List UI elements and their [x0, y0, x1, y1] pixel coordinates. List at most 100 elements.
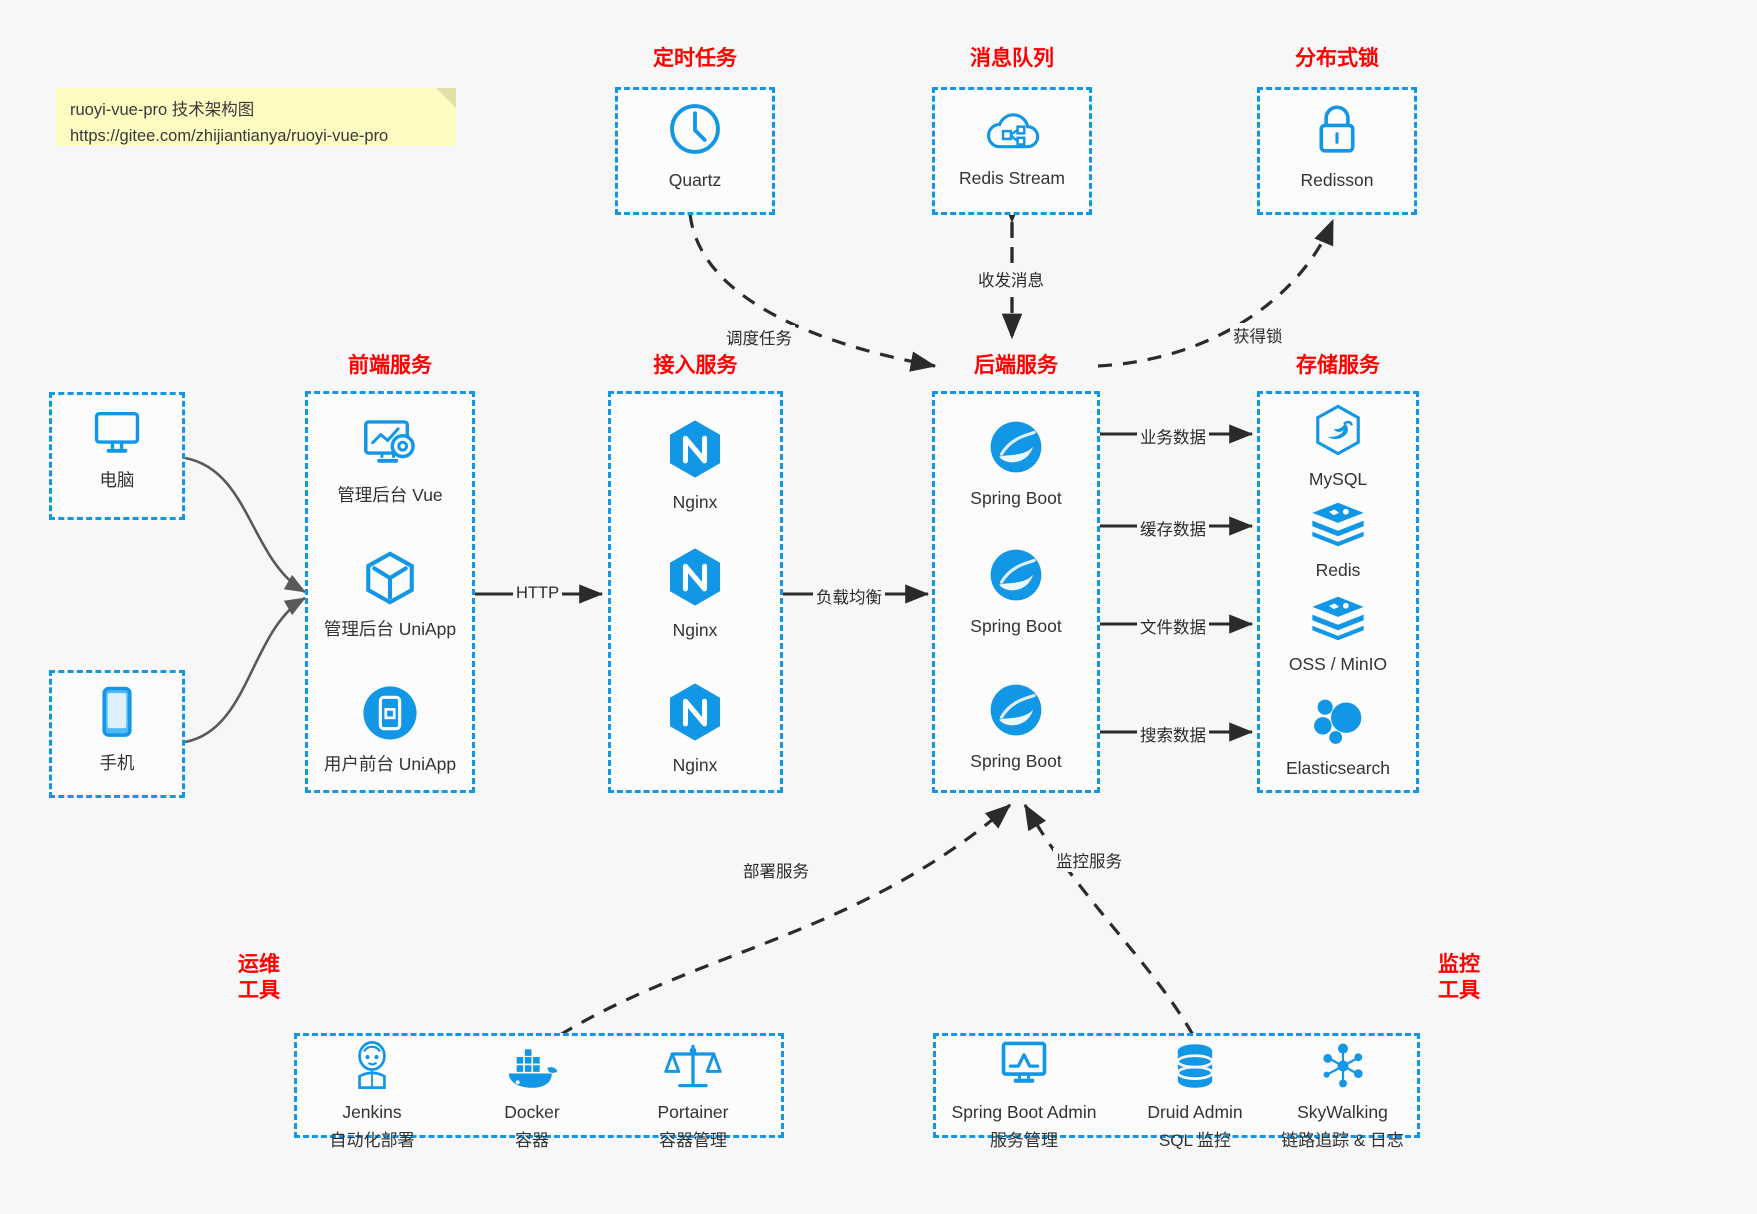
- jenkins-icon: [346, 1040, 398, 1090]
- edge-label-acquire-lock: 获得锁: [1230, 323, 1286, 347]
- group-title-devops: 运维 工具: [228, 952, 290, 1005]
- node-label: Spring Boot: [970, 751, 1062, 771]
- edge-label-cache-data: 缓存数据: [1137, 516, 1209, 540]
- node-label: Spring Boot: [970, 488, 1062, 508]
- network-nodes-icon: [1317, 1042, 1369, 1090]
- node-druid-admin[interactable]: Druid Admin SQL 监控: [1115, 1042, 1275, 1152]
- node-quartz[interactable]: Quartz: [615, 100, 775, 192]
- node-sublabel: 服务管理: [990, 1130, 1058, 1150]
- spring-boot-icon: [987, 681, 1045, 739]
- node-label: Docker: [504, 1102, 560, 1122]
- node-label: Redis: [1315, 560, 1361, 580]
- node-skywalking[interactable]: SkyWalking 链路追踪 & 日志: [1265, 1042, 1420, 1152]
- edge-label-schedule-task: 调度任务: [723, 325, 795, 349]
- node-sublabel: 自动化部署: [329, 1130, 415, 1150]
- clock-icon: [666, 100, 724, 158]
- group-title-gateway: 接入服务: [653, 354, 738, 377]
- node-redis-stream[interactable]: Redis Stream: [932, 104, 1092, 190]
- elasticsearch-icon: [1310, 694, 1366, 746]
- node-nginx-3[interactable]: Nginx: [615, 681, 775, 777]
- node-label: 用户前台 UniApp: [323, 754, 457, 774]
- nginx-icon: [665, 681, 725, 743]
- node-computer[interactable]: 电脑: [37, 408, 197, 492]
- node-label: Quartz: [668, 170, 722, 190]
- spring-boot-icon: [987, 418, 1045, 476]
- group-title-monitor-line-2: 工具: [1438, 979, 1480, 1003]
- monitor-chart-icon: [996, 1040, 1052, 1090]
- node-label: MySQL: [1308, 469, 1368, 489]
- node-spring-boot-1[interactable]: Spring Boot: [936, 418, 1096, 510]
- node-sublabel: 容器: [515, 1130, 549, 1150]
- group-title-devops-line-1: 运维: [238, 953, 280, 976]
- note-dogear-icon: [436, 88, 456, 108]
- dashboard-gear-icon: [360, 417, 420, 473]
- monitor-icon: [89, 408, 145, 458]
- cloud-network-icon: [983, 104, 1041, 156]
- node-spring-boot-3[interactable]: Spring Boot: [936, 681, 1096, 773]
- edge-label-deploy-service: 部署服务: [740, 858, 812, 882]
- database-icon: [1169, 1042, 1221, 1090]
- mysql-icon: [1311, 403, 1365, 457]
- note-line-1: ruoyi-vue-pro 技术架构图: [70, 101, 255, 119]
- node-phone[interactable]: 手机: [37, 685, 197, 775]
- edge-label-search-data: 搜索数据: [1137, 722, 1209, 746]
- oss-icon: [1309, 594, 1367, 642]
- edge-label-load-balance: 负载均衡: [813, 584, 885, 608]
- node-jenkins[interactable]: Jenkins 自动化部署: [292, 1040, 452, 1152]
- node-docker[interactable]: Docker 容器: [452, 1046, 612, 1152]
- node-spring-boot-admin[interactable]: Spring Boot Admin 服务管理: [942, 1040, 1106, 1152]
- node-label: Druid Admin: [1147, 1102, 1243, 1122]
- node-label: 电脑: [99, 470, 135, 490]
- node-admin-vue[interactable]: 管理后台 Vue: [310, 417, 470, 507]
- node-label: OSS / MinIO: [1288, 654, 1388, 674]
- node-elasticsearch[interactable]: Elasticsearch: [1258, 694, 1418, 780]
- edge-label-http: HTTP: [513, 584, 563, 603]
- node-admin-uniapp[interactable]: 管理后台 UniApp: [310, 549, 470, 641]
- lock-icon: [1310, 100, 1364, 158]
- edge-label-monitor-service: 监控服务: [1053, 848, 1125, 872]
- group-title-distributed-lock: 分布式锁: [1295, 47, 1379, 70]
- node-label: Spring Boot: [970, 616, 1062, 636]
- node-label: SkyWalking: [1297, 1102, 1388, 1122]
- node-nginx-2[interactable]: Nginx: [615, 546, 775, 642]
- nginx-icon: [665, 418, 725, 480]
- node-redisson[interactable]: Redisson: [1257, 100, 1417, 192]
- group-title-storage: 存储服务: [1296, 354, 1380, 377]
- group-title-backend: 后端服务: [974, 354, 1058, 377]
- node-nginx-1[interactable]: Nginx: [615, 418, 775, 514]
- note-line-2: https://gitee.com/zhijiantianya/ruoyi-vu…: [70, 126, 389, 145]
- group-title-message-queue: 消息队列: [970, 47, 1054, 70]
- node-oss-minio[interactable]: OSS / MinIO: [1258, 594, 1418, 676]
- node-label: Redis Stream: [958, 168, 1065, 188]
- edge-label-file-data: 文件数据: [1137, 614, 1209, 638]
- sticky-note: ruoyi-vue-pro 技术架构图 https://gitee.com/zh…: [56, 88, 456, 146]
- node-portainer[interactable]: Portainer 容器管理: [613, 1042, 773, 1152]
- group-title-monitor: 监控 工具: [1428, 952, 1490, 1005]
- node-label: Nginx: [672, 492, 718, 512]
- node-mysql[interactable]: MySQL: [1258, 403, 1418, 491]
- scales-icon: [664, 1042, 722, 1090]
- docker-icon: [503, 1046, 561, 1090]
- node-sublabel: SQL 监控: [1158, 1130, 1232, 1150]
- nginx-icon: [665, 546, 725, 608]
- node-label: Nginx: [672, 620, 718, 640]
- node-user-uniapp[interactable]: 用户前台 UniApp: [310, 684, 470, 776]
- node-label: Portainer: [657, 1102, 729, 1122]
- node-label: Jenkins: [342, 1102, 402, 1122]
- mobile-app-icon: [361, 684, 419, 742]
- node-label: 管理后台 Vue: [337, 485, 443, 505]
- node-label: 管理后台 UniApp: [323, 619, 457, 639]
- cube-icon: [361, 549, 419, 607]
- node-spring-boot-2[interactable]: Spring Boot: [936, 546, 1096, 638]
- edge-label-send-receive-message: 收发消息: [975, 267, 1047, 291]
- phone-icon: [96, 685, 138, 741]
- node-label: Spring Boot Admin: [951, 1102, 1097, 1122]
- edge-label-business-data: 业务数据: [1137, 424, 1209, 448]
- node-redis[interactable]: Redis: [1258, 500, 1418, 582]
- node-label: Nginx: [672, 755, 718, 775]
- node-sublabel: 链路追踪 & 日志: [1281, 1130, 1404, 1150]
- node-label: Redisson: [1300, 170, 1374, 190]
- group-title-devops-line-2: 工具: [238, 979, 280, 1003]
- node-label: Elasticsearch: [1285, 758, 1391, 778]
